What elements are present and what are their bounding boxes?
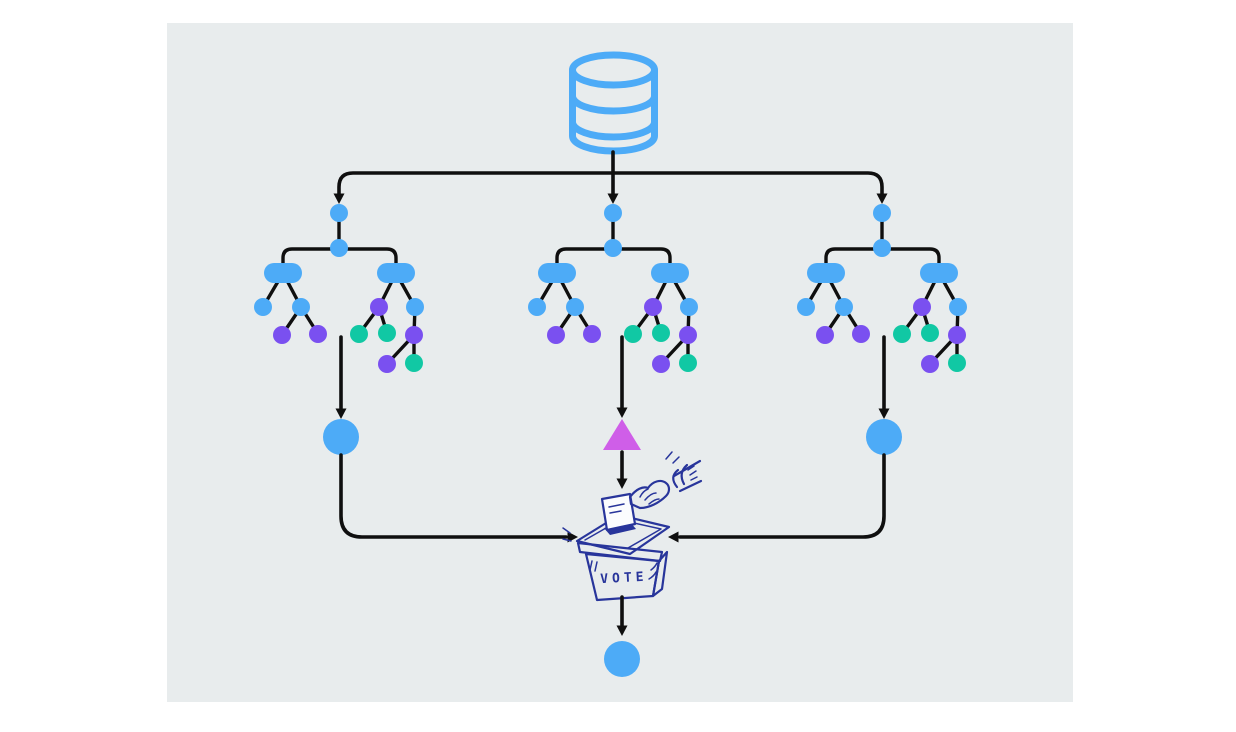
cuff-hatch xyxy=(687,465,698,481)
tree-node-rlr xyxy=(378,324,396,342)
tree-3 xyxy=(797,193,967,373)
data-split-connectors xyxy=(337,150,884,198)
final-output-node xyxy=(604,641,640,677)
tree-node-pill-right xyxy=(651,263,689,283)
tree-node-rl xyxy=(644,298,662,316)
arm-bottom-line xyxy=(678,479,703,493)
prediction-circle xyxy=(323,419,359,455)
distribution-line xyxy=(337,171,884,198)
tree-input-arrowhead xyxy=(333,193,345,204)
tree-node-pill-left xyxy=(538,263,576,283)
tree-node-rlr xyxy=(652,324,670,342)
ballot-box-icon: VOTE xyxy=(562,451,703,602)
tree-node-rrcl xyxy=(378,355,396,373)
prediction-circle xyxy=(866,419,902,455)
tree-output-arrowhead xyxy=(335,408,347,419)
tree-node-rrcr xyxy=(948,354,966,372)
hand-fingers xyxy=(639,488,660,505)
database-top xyxy=(569,51,658,89)
prediction-markers xyxy=(323,335,902,543)
cuff-front xyxy=(672,468,680,489)
tree-node-split xyxy=(873,239,891,257)
tree-node-ll xyxy=(254,298,272,316)
tree-node-ll xyxy=(797,298,815,316)
tree-node-pill-right xyxy=(920,263,958,283)
cuff-back xyxy=(680,463,689,486)
tree-node-rl xyxy=(913,298,931,316)
tree-node-rrcl xyxy=(652,355,670,373)
tree-node-rrcr xyxy=(679,354,697,372)
tree-node-pill-left xyxy=(264,263,302,283)
arm-top-line xyxy=(672,459,702,478)
side-hatch xyxy=(648,562,658,580)
tree-node-rr xyxy=(406,298,424,316)
ballot-side xyxy=(651,550,669,598)
database-band-1 xyxy=(569,92,658,115)
tree-node-lr xyxy=(566,298,584,316)
tree-node-pill-left xyxy=(807,263,845,283)
tree-node-pill-right xyxy=(377,263,415,283)
tree-node-lrr xyxy=(852,325,870,343)
vote-arrowhead xyxy=(616,478,628,489)
tree-node-lrr xyxy=(309,325,327,343)
tree-2 xyxy=(528,193,698,373)
tree-output-arrowhead xyxy=(616,407,628,418)
tree-node-ll xyxy=(528,298,546,316)
vote-label: VOTE xyxy=(600,570,648,587)
tree-node-rrc xyxy=(948,326,966,344)
tree-node-lrr xyxy=(583,325,601,343)
ballot-paper-lines xyxy=(608,503,625,514)
tree-node-rll xyxy=(893,325,911,343)
tree-1 xyxy=(254,193,424,373)
tree-node-rll xyxy=(350,325,368,343)
tree-node-rrcr xyxy=(405,354,423,372)
tree-3-prediction xyxy=(668,335,902,543)
tree-2-prediction xyxy=(603,335,641,489)
front-hatch xyxy=(589,560,598,572)
vote-line xyxy=(339,453,568,539)
tree-node-rr xyxy=(949,298,967,316)
tree-node-root xyxy=(873,204,891,222)
decision-trees xyxy=(254,193,967,373)
tree-1-prediction xyxy=(323,335,578,543)
tree-node-lr xyxy=(835,298,853,316)
vote-arrowhead xyxy=(567,531,578,543)
output-arrowhead xyxy=(616,625,628,636)
database-band-2 xyxy=(569,118,658,141)
tree-node-split xyxy=(604,239,622,257)
motion-marks xyxy=(665,451,680,464)
ballot-lid-sketch xyxy=(584,519,662,549)
tree-node-root xyxy=(330,204,348,222)
vote-arrowhead xyxy=(668,531,679,543)
final-output xyxy=(604,595,640,677)
lid-marks xyxy=(562,527,572,542)
tree-node-rl xyxy=(370,298,388,316)
vote-line xyxy=(678,453,886,539)
tree-node-rr xyxy=(680,298,698,316)
tree-node-rrc xyxy=(679,326,697,344)
tree-node-rrcl xyxy=(921,355,939,373)
tree-node-rrc xyxy=(405,326,423,344)
tree-node-lrl xyxy=(816,326,834,344)
tree-input-arrowhead xyxy=(876,193,888,204)
tree-node-lr xyxy=(292,298,310,316)
tree-node-root xyxy=(604,204,622,222)
hand xyxy=(628,479,671,510)
prediction-triangle xyxy=(603,419,641,450)
tree-node-rlr xyxy=(921,324,939,342)
tree-node-lrl xyxy=(273,326,291,344)
tree-node-rll xyxy=(624,325,642,343)
tree-node-lrl xyxy=(547,326,565,344)
tree-node-split xyxy=(330,239,348,257)
tree-output-arrowhead xyxy=(878,408,890,419)
tree-input-arrowhead xyxy=(607,193,619,204)
